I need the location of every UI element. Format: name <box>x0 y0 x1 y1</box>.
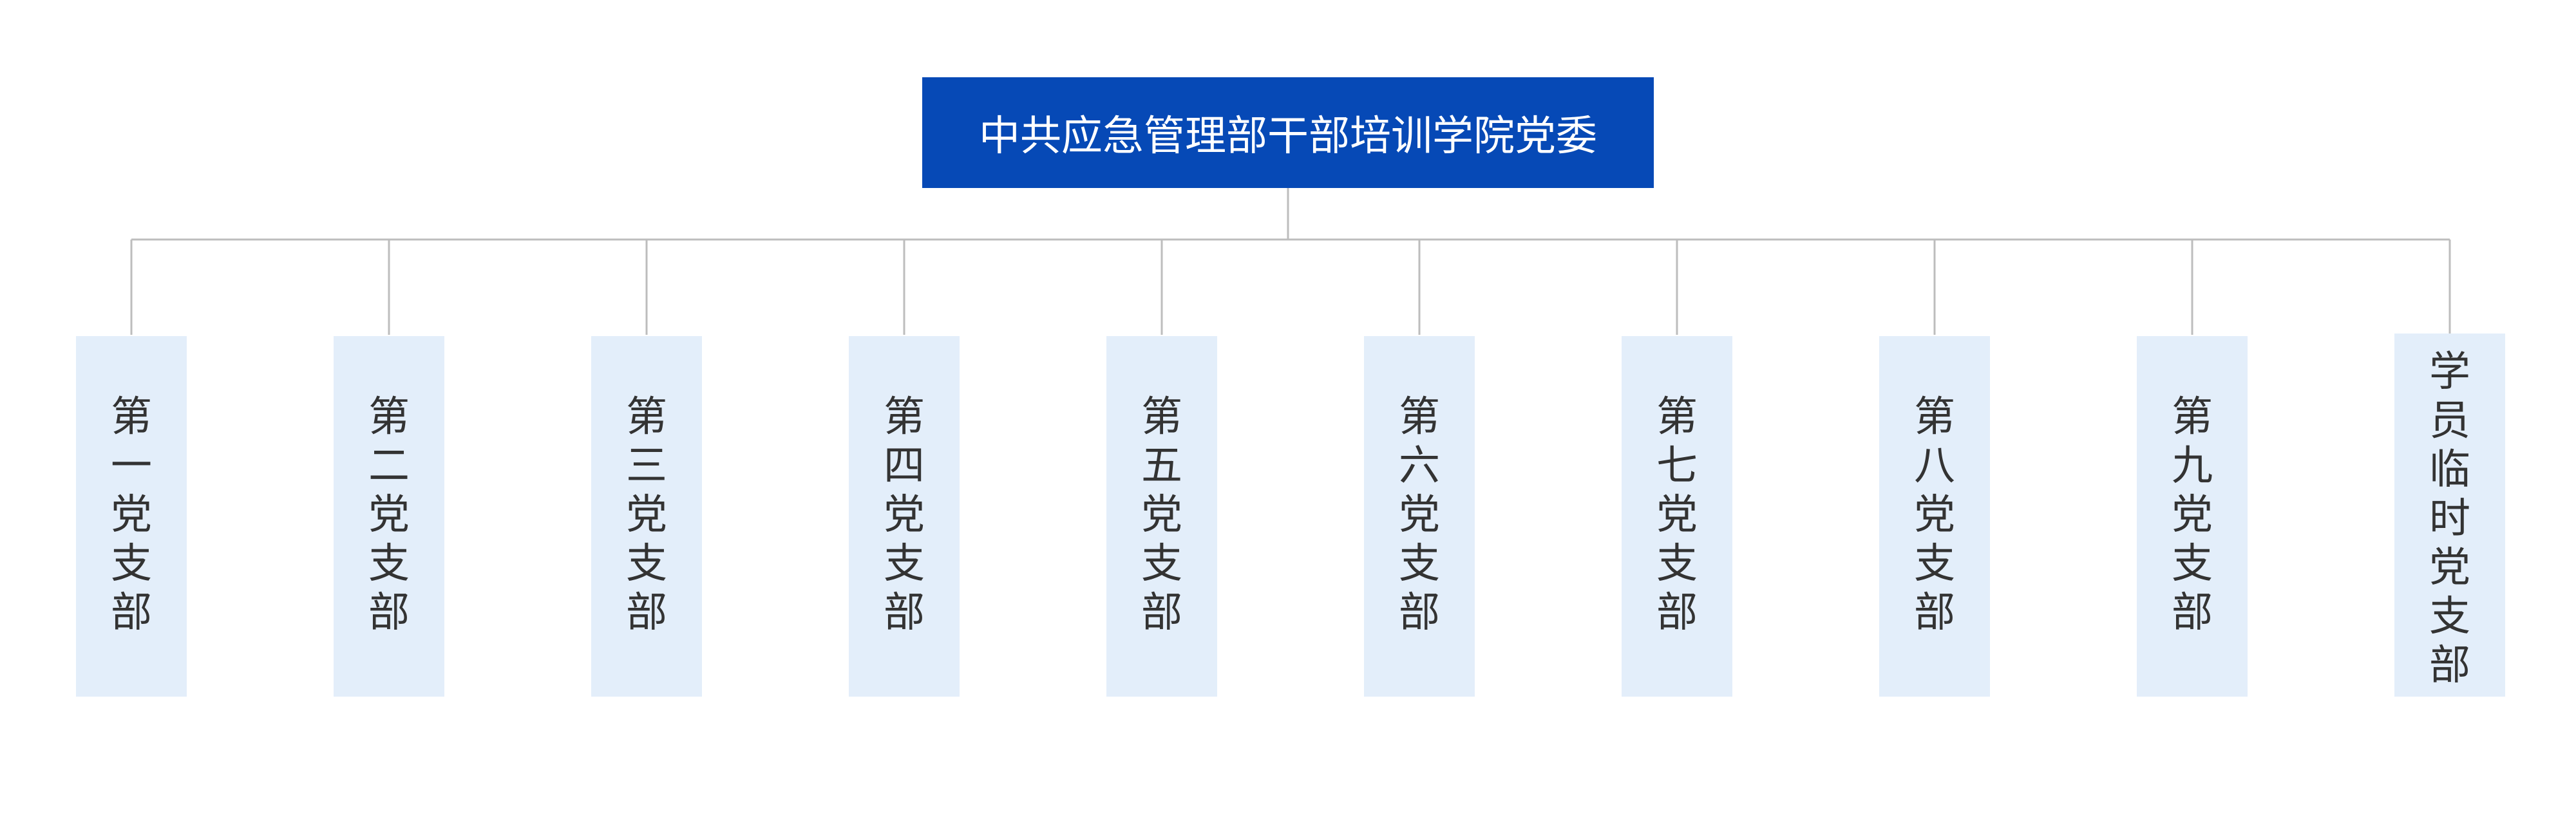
branch-node-6: 第六党支部 <box>1364 336 1475 697</box>
branch-node-10: 学员临时党支部 <box>2394 334 2505 697</box>
connector-lines <box>130 188 2451 335</box>
branch-node-label: 第二党支部 <box>368 393 410 637</box>
branch-node-4: 第四党支部 <box>849 336 960 697</box>
branch-node-1: 第一党支部 <box>76 336 187 697</box>
branch-node-label: 第四党支部 <box>884 393 925 637</box>
branch-node-label: 第九党支部 <box>2172 393 2213 637</box>
branch-node-label: 第一党支部 <box>111 393 152 637</box>
branch-node-label: 学员临时党支部 <box>2429 348 2470 690</box>
branch-node-label: 第七党支部 <box>1656 393 1698 637</box>
branch-node-5: 第五党支部 <box>1106 336 1217 697</box>
branch-node-3: 第三党支部 <box>591 336 702 697</box>
branch-node-9: 第九党支部 <box>2137 336 2248 697</box>
branch-node-8: 第八党支部 <box>1879 336 1990 697</box>
branch-node-7: 第七党支部 <box>1622 336 1732 697</box>
branch-node-label: 第五党支部 <box>1141 393 1182 637</box>
branch-node-label: 第三党支部 <box>626 393 667 637</box>
root-node: 中共应急管理部干部培训学院党委 <box>922 77 1654 188</box>
branch-node-label: 第六党支部 <box>1399 393 1440 637</box>
branch-node-2: 第二党支部 <box>334 336 444 697</box>
branch-node-label: 第八党支部 <box>1914 393 1955 637</box>
root-node-label: 中共应急管理部干部培训学院党委 <box>979 113 1597 160</box>
